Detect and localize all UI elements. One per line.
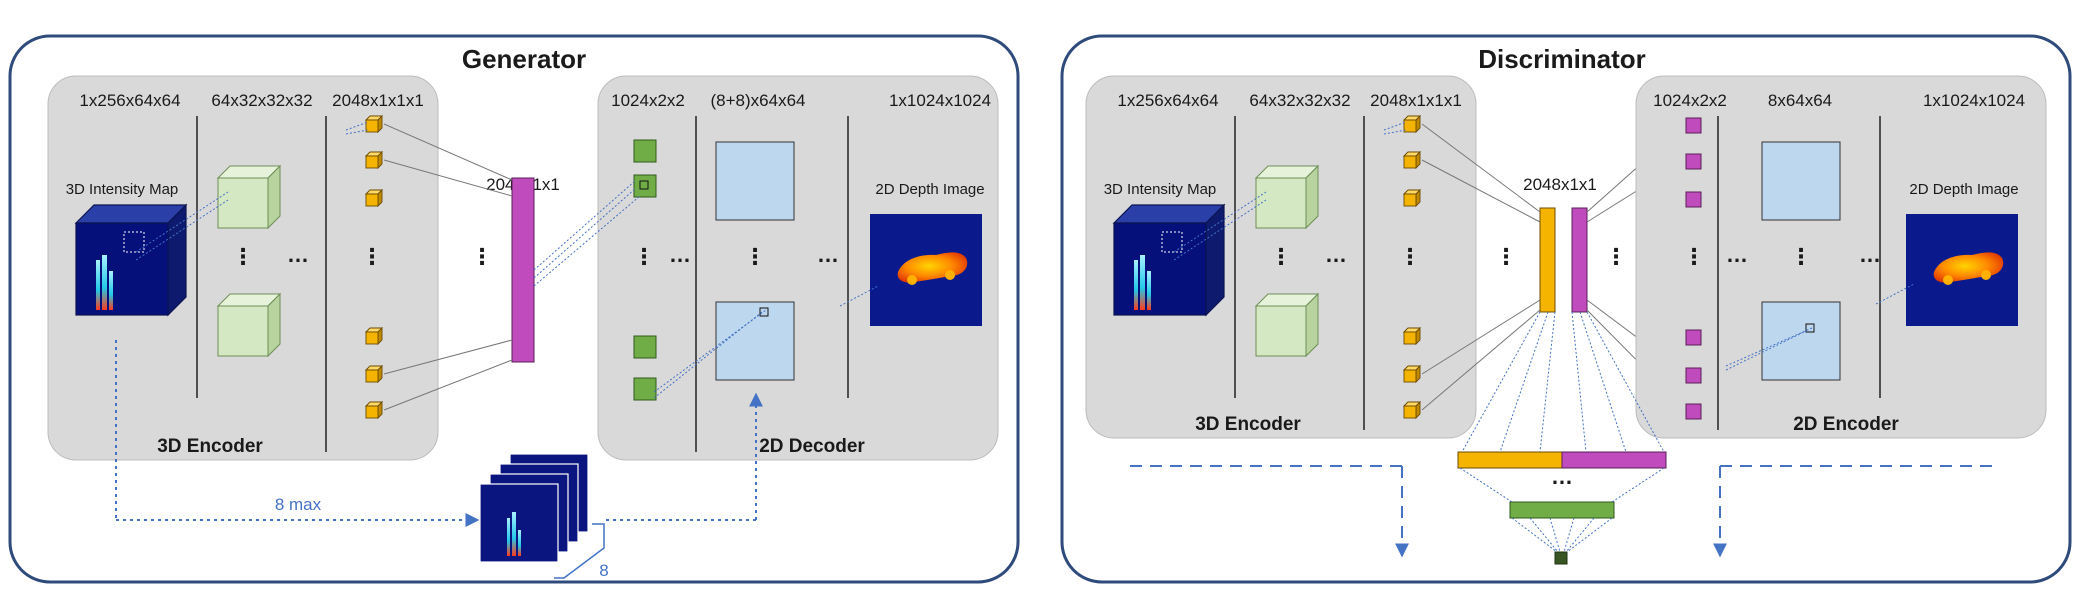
skip-slice-stack (479, 453, 589, 563)
disc-voxel (1403, 151, 1421, 169)
gen-intensity-map-label: 3D Intensity Map (66, 181, 179, 198)
disc-enc-dim-2: 64x32x32x32 (1249, 91, 1350, 110)
disc-latent-bar-gold (1539, 207, 1556, 313)
disc-encoder-cube-top (1255, 165, 1319, 229)
generator-title: Generator (462, 44, 586, 74)
svg-text:⋮: ⋮ (361, 244, 383, 269)
disc-intensity-map-label: 3D Intensity Map (1104, 181, 1217, 198)
gen-dec-dim-2: (8+8)x64x64 (711, 91, 806, 110)
generator-panel: Generator 1x256x64x64 64x32x32x32 2048x1… (8, 34, 1020, 584)
gen-latent-bar (511, 177, 535, 363)
disc-3d-encoder-module (1085, 75, 1477, 439)
disc-concat-gold (1457, 451, 1563, 469)
disc-2d-encoder-module (1635, 75, 2047, 439)
disc-enc2d-dim-1: 1024x2x2 (1653, 91, 1727, 110)
gen-dec-ellipsis-1: … (669, 242, 691, 267)
gen-encoder-cube-bottom (217, 293, 281, 357)
disc-encoder-cube-bottom (1255, 293, 1319, 357)
disc-enc-dim-3: 2048x1x1x1 (1370, 91, 1462, 110)
gen-intensity-cube (75, 204, 187, 316)
disc-depth-image-label: 2D Depth Image (1909, 181, 2018, 198)
gen-dec-square (633, 139, 657, 163)
gen-enc-dim-2: 64x32x32x32 (211, 91, 312, 110)
disc-enc2d-square (1685, 117, 1702, 134)
disc-intensity-cube (1113, 204, 1225, 316)
gen-voxel (365, 365, 383, 383)
disc-feature-map-bottom (1761, 301, 1841, 381)
gen-dec-dim-1: 1024x2x2 (611, 91, 685, 110)
gen-dec-square (633, 174, 657, 198)
svg-text:⋮: ⋮ (1790, 244, 1812, 269)
disc-voxel (1403, 189, 1421, 207)
generator-2d-decoder-module (597, 75, 999, 461)
disc-enc-dim-1: 1x256x64x64 (1117, 91, 1218, 110)
disc-2d-encoder-label: 2D Encoder (1793, 414, 1899, 435)
gen-dec-square (633, 377, 657, 401)
svg-text:⋮: ⋮ (1495, 244, 1517, 269)
disc-depth-image (1906, 214, 2018, 326)
disc-enc2d-dim-3: 1x1024x1024 (1923, 91, 2025, 110)
disc-latent-bar-magenta (1571, 207, 1588, 313)
gen-dec-ellipsis-2: … (817, 242, 839, 267)
disc-enc2d-dim-2: 8x64x64 (1768, 91, 1832, 110)
disc-enc2d-square (1685, 329, 1702, 346)
disc-feature-map-top (1761, 141, 1841, 221)
gen-depth-image (870, 214, 982, 326)
gen-dec-square (633, 335, 657, 359)
gen-voxel (365, 401, 383, 419)
svg-text:⋮: ⋮ (1683, 244, 1705, 269)
disc-enc2d-square (1685, 403, 1702, 420)
disc-voxel (1403, 401, 1421, 419)
disc-voxel (1403, 365, 1421, 383)
gen-3d-encoder-label: 3D Encoder (157, 436, 263, 457)
gen-enc-ellipsis: … (287, 242, 309, 267)
disc-concat-magenta (1561, 451, 1667, 469)
disc-fc-layer (1509, 501, 1615, 519)
gen-voxel (365, 151, 383, 169)
gen-dec-dim-3: 1x1024x1024 (889, 91, 991, 110)
gen-voxel (365, 115, 383, 133)
disc-3d-encoder-label: 3D Encoder (1195, 414, 1301, 435)
disc-latent-dim: 2048x1x1 (1523, 175, 1597, 194)
disc-enc2d-square (1685, 367, 1702, 384)
disc-enc2d-square (1685, 153, 1702, 170)
svg-text:⋮: ⋮ (1399, 244, 1421, 269)
svg-text:⋮: ⋮ (232, 244, 254, 269)
svg-text:⋮: ⋮ (1605, 244, 1627, 269)
gen-feature-map-top (715, 141, 795, 221)
disc-head-ellipsis: … (1551, 464, 1573, 489)
gen-2d-decoder-label: 2D Decoder (759, 436, 865, 457)
svg-text:⋮: ⋮ (633, 244, 655, 269)
skip-max-label: 8 max (275, 495, 322, 514)
disc-enc2d-square (1685, 191, 1702, 208)
svg-text:⋮: ⋮ (471, 244, 493, 269)
gen-depth-image-label: 2D Depth Image (875, 181, 984, 198)
gen-enc-dim-3: 2048x1x1x1 (332, 91, 424, 110)
disc-voxel (1403, 115, 1421, 133)
disc-enc2d-ellipsis-2: … (1859, 242, 1881, 267)
gen-feature-map-bottom (715, 301, 795, 381)
gen-voxel (365, 327, 383, 345)
disc-enc2d-ellipsis-1: … (1726, 242, 1748, 267)
gen-enc-dim-1: 1x256x64x64 (79, 91, 180, 110)
discriminator-panel: Discriminator 1x256x64x64 64x32x32x32 20… (1060, 34, 2072, 584)
svg-text:⋮: ⋮ (744, 244, 766, 269)
disc-enc-ellipsis: … (1325, 242, 1347, 267)
skip-stack-count: 8 (599, 561, 608, 580)
gen-voxel (365, 189, 383, 207)
disc-voxel (1403, 327, 1421, 345)
discriminator-title: Discriminator (1478, 44, 1646, 74)
disc-output-node (1554, 551, 1568, 565)
svg-text:⋮: ⋮ (1270, 244, 1292, 269)
gen-encoder-cube-top (217, 165, 281, 229)
generator-3d-encoder-module (47, 75, 439, 461)
